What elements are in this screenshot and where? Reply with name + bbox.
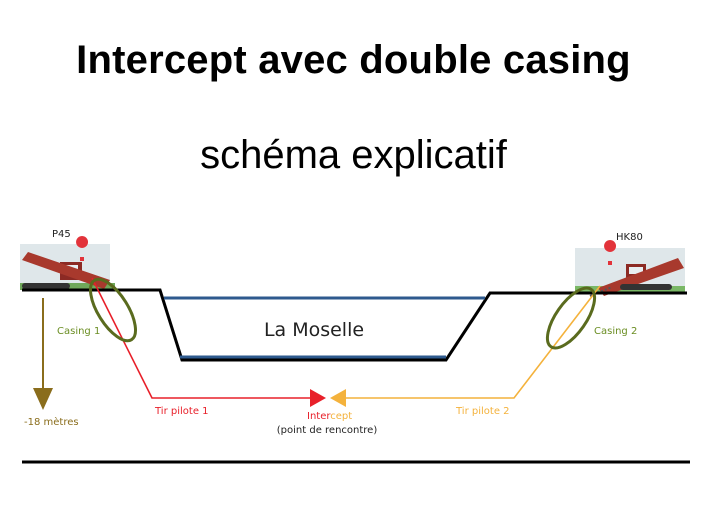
left-rig-label: P45	[52, 229, 71, 240]
page-subtitle: schéma explicatif	[200, 133, 507, 177]
pilot-arrow-1	[310, 389, 326, 407]
left-drill-rig	[20, 236, 115, 290]
pilot-arrow-2	[330, 389, 346, 407]
pilot-label-1: Tir pilote 1	[154, 406, 209, 417]
pilot-path-2	[344, 285, 601, 399]
page-title: Intercept avec double casing	[76, 38, 631, 82]
pilot-path-1	[91, 277, 312, 399]
intercept-sublabel: (point de rencontre)	[277, 425, 378, 436]
casing-2-ring	[545, 286, 597, 350]
casing-2-label: Casing 2	[594, 326, 637, 337]
pilot-label-2: Tir pilote 2	[455, 406, 510, 417]
intercept-label-part1: Inter	[307, 411, 331, 422]
casing-1-label: Casing 1	[57, 326, 100, 337]
intercept-label: Intercept	[307, 411, 352, 422]
right-rig-label: HK80	[616, 232, 643, 243]
casing-1-ring	[89, 277, 137, 343]
intercept-label-part2: cept	[330, 411, 352, 422]
depth-arrow	[33, 298, 53, 410]
depth-label: -18 mètres	[24, 416, 79, 428]
right-drill-rig	[575, 240, 685, 297]
river-label: La Moselle	[264, 319, 364, 341]
ground-profile	[22, 288, 687, 362]
